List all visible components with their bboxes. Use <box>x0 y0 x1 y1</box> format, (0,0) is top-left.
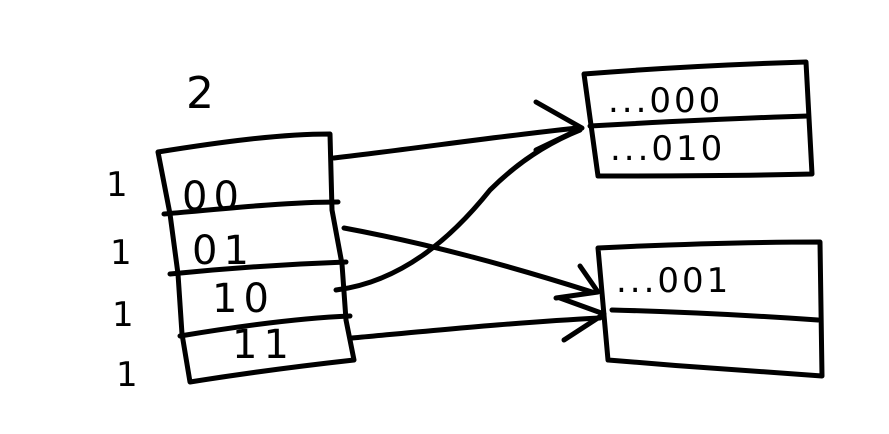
pointer-01-to-bottom-bucket <box>341 225 595 295</box>
local-depth-mark: 1 <box>116 355 138 395</box>
local-depth-mark: 1 <box>112 295 134 335</box>
bucket-bottom-slot-1: ...001 <box>616 261 731 301</box>
local-depth-mark: 1 <box>106 165 128 205</box>
global-depth-label: 2 <box>186 68 214 119</box>
directory-entry-10: 10 <box>212 276 275 322</box>
local-depth-mark: 1 <box>110 233 132 273</box>
pointer-11-to-bottom-bucket <box>349 315 603 341</box>
pointer-00-to-top-bucket <box>331 125 581 161</box>
bucket-top <box>581 59 815 179</box>
arrowhead-top-bucket <box>533 99 585 153</box>
arrowhead-bottom-bucket <box>553 263 601 301</box>
directory-entry-11: 11 <box>232 322 295 368</box>
directory-entry-01: 01 <box>192 228 255 274</box>
bucket-top-slot-1: ...000 <box>608 81 723 121</box>
bucket-bottom <box>595 239 825 379</box>
directory-entry-00: 00 <box>182 174 245 220</box>
directory-table <box>155 131 357 385</box>
arrowhead-bottom-bucket-2 <box>557 295 607 343</box>
bucket-top-slot-2: ...010 <box>610 129 725 169</box>
